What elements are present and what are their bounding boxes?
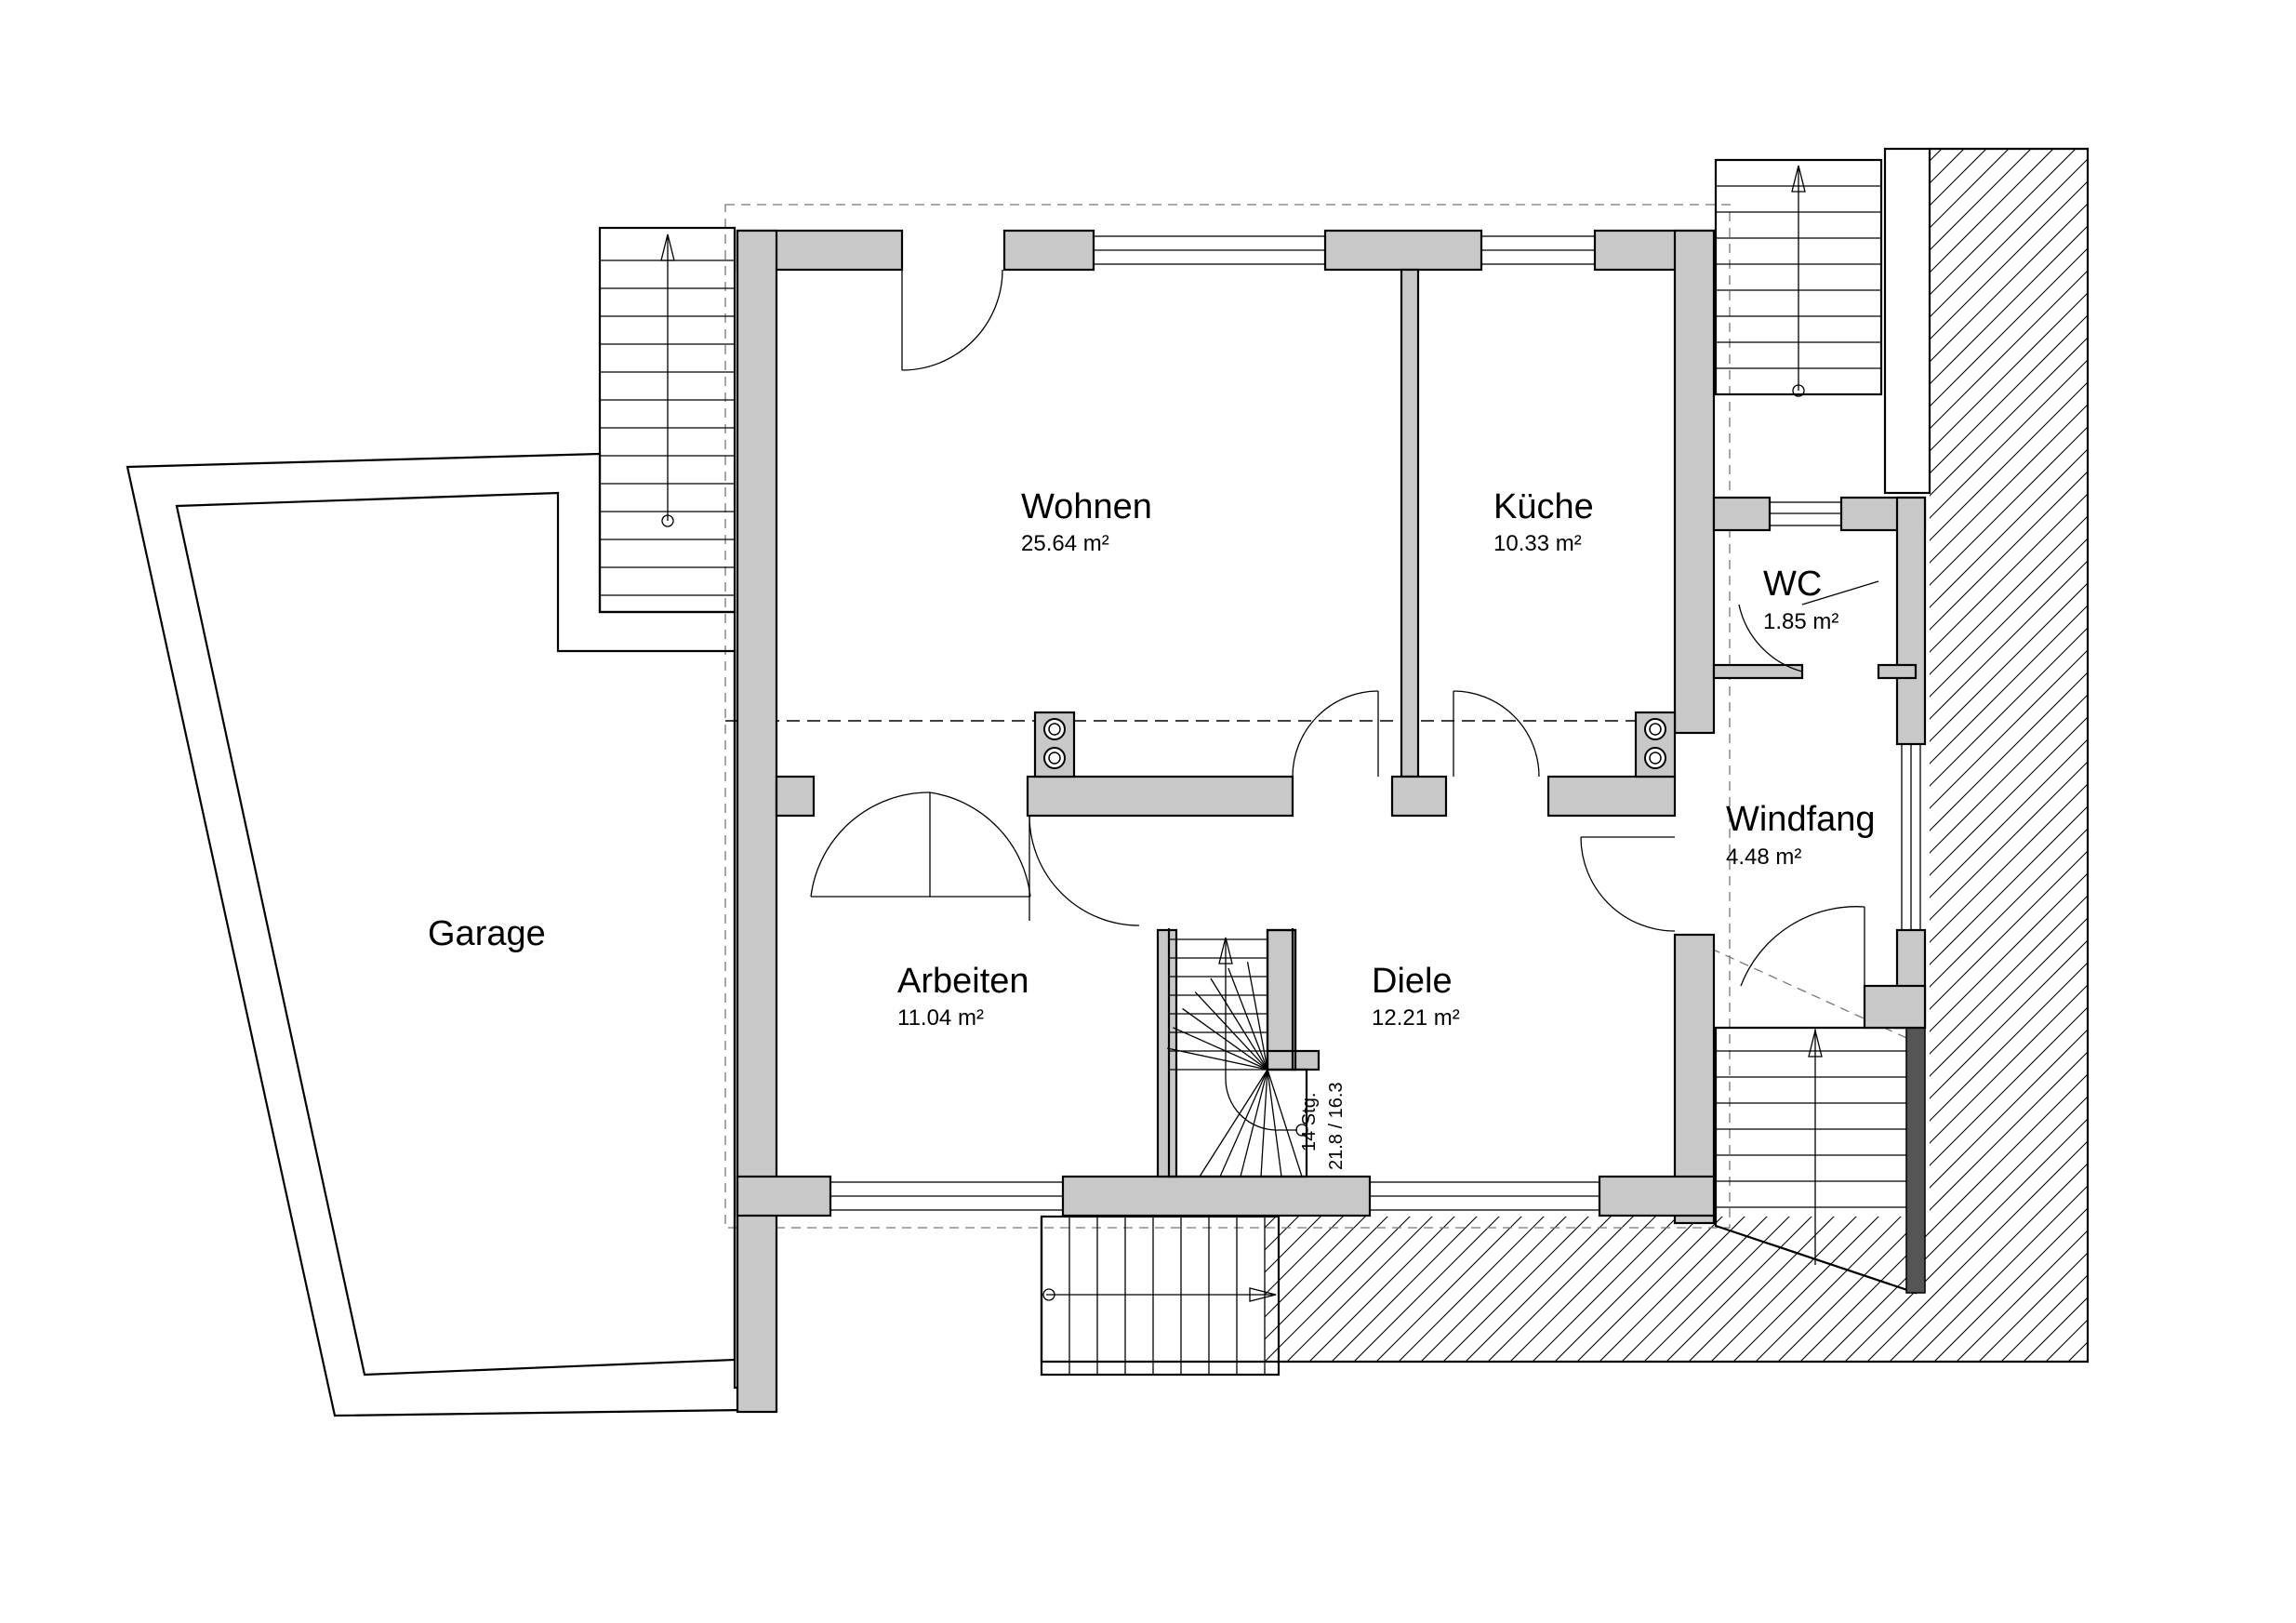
windows: [829, 235, 1921, 1211]
room-name-wc: WC: [1763, 565, 1822, 604]
room-labels: Wohnen 25.64 m² Küche 10.33 m² WC 1.85 m…: [428, 487, 1876, 1170]
stair-left: [598, 226, 737, 614]
room-name-wohnen: Wohnen: [1021, 487, 1152, 526]
stair-upper-right: [1714, 147, 1931, 495]
stair-rise-run-label: 21.8 / 16.3: [1326, 1082, 1347, 1170]
room-area-windfang: 4.48 m²: [1726, 845, 1801, 870]
exterior-walls: [736, 229, 1716, 1414]
room-name-arbeiten: Arbeiten: [897, 962, 1029, 1001]
room-area-wc: 1.85 m²: [1763, 609, 1838, 634]
interior-walls: [775, 268, 1927, 1178]
stair-bottom: [1040, 1215, 1281, 1377]
room-area-kueche: 10.33 m²: [1493, 531, 1582, 556]
room-area-arbeiten: 11.04 m²: [897, 1005, 984, 1031]
room-area-wohnen: 25.64 m²: [1021, 531, 1109, 556]
doors: [810, 269, 1879, 987]
chimneys: [1033, 711, 1677, 778]
room-area-diele: 12.21 m²: [1372, 1005, 1460, 1031]
stair-interior: [1166, 928, 1308, 1178]
roof-outline: [724, 204, 1926, 1229]
stair-steps-label: 14 Stg.: [1299, 1093, 1320, 1151]
room-name-diele: Diele: [1372, 962, 1453, 1001]
room-name-windfang: Windfang: [1726, 800, 1876, 839]
room-name-garage: Garage: [428, 914, 546, 953]
room-name-kueche: Küche: [1493, 487, 1594, 526]
